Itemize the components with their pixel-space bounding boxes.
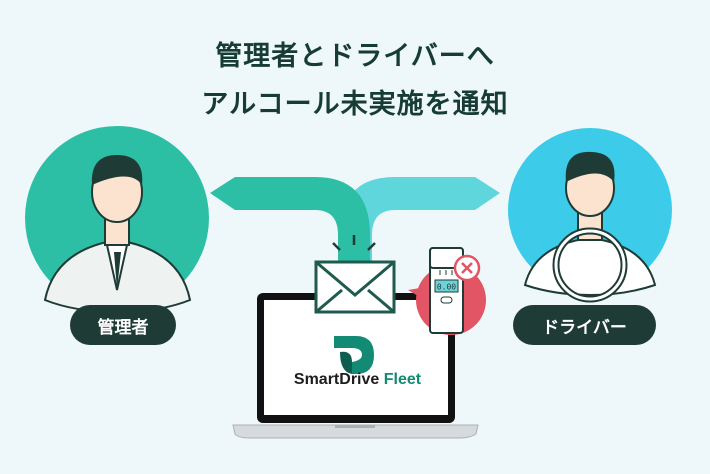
driver-label: ドライバー xyxy=(513,305,656,345)
headline-line-2: アルコール未実施を通知 xyxy=(201,89,509,120)
envelope-icon xyxy=(314,260,396,314)
manager-label: 管理者 xyxy=(70,305,176,345)
device-reading: 0.00 xyxy=(437,283,456,292)
brand-smartdrive: SmartDrive xyxy=(293,371,380,388)
manager-illustration xyxy=(25,126,209,314)
driver-illustration xyxy=(508,128,672,303)
brand-fleet: Fleet xyxy=(383,371,422,388)
smartdrive-logo-icon xyxy=(334,336,374,374)
headline-line-1: 管理者とドライバーへ xyxy=(215,41,495,72)
laptop xyxy=(232,293,479,439)
notification-arrows xyxy=(210,177,500,265)
brand-name: SmartDrive Fleet xyxy=(275,371,440,389)
breathalyzer-alert: 0.00 xyxy=(408,247,486,335)
